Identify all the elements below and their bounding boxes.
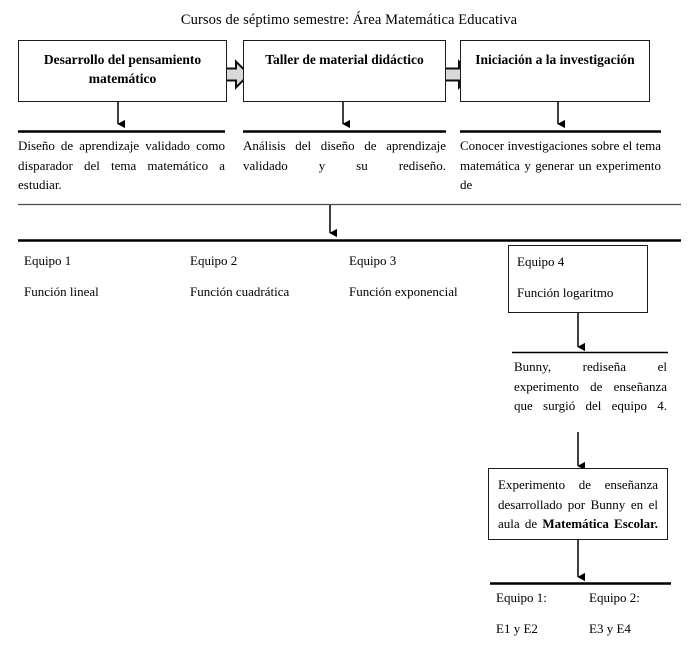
team-1-topic: Función lineal: [24, 284, 99, 299]
course-box-iniciacion-investigacion[interactable]: Iniciación a la investigación: [460, 40, 650, 102]
final-team-2-name: Equipo 2:: [589, 590, 640, 605]
team-4-box[interactable]: Equipo 4 Función logaritmo: [508, 245, 648, 313]
team-2-topic: Función cuadrática: [190, 284, 290, 299]
experiment-box-text: Experimento de enseñanza desarrollado po…: [489, 469, 667, 557]
final-team-1-name: Equipo 1:: [496, 590, 547, 605]
final-team-1-members: E1 y E2: [496, 621, 538, 636]
diagram-title: Cursos de séptimo semestre: Área Matemát…: [180, 12, 518, 28]
course-box-label: Taller de material didáctico: [265, 52, 424, 67]
outcome-note-3: Conocer investigaciones sobre el tema ma…: [460, 138, 661, 192]
course-box-desarrollo-pensamiento-matematico[interactable]: Desarrollo del pensamiento matemático: [18, 40, 227, 102]
redesign-note: Bunny, rediseña el experimento de enseña…: [514, 359, 667, 413]
course-box-label: Iniciación a la investigación: [475, 52, 635, 67]
course-box-taller-material-didactico[interactable]: Taller de material didáctico: [243, 40, 446, 102]
team-3-topic: Función exponencial: [349, 284, 458, 299]
outcome-note-2: Análisis del diseño de aprendizaje valid…: [243, 138, 446, 173]
outcome-note-1: Diseño de aprendizaje validado como disp…: [18, 138, 225, 192]
experiment-box-text-plain: Experimento de enseñanza desarrollado po…: [498, 477, 658, 531]
team-2-name: Equipo 2: [190, 253, 238, 268]
final-team-2-members: E3 y E4: [589, 621, 631, 636]
team-4-topic: Función logaritmo: [517, 285, 614, 300]
team-3-name: Equipo 3: [349, 253, 397, 268]
course-box-label: Desarrollo del pensamiento matemático: [43, 52, 202, 86]
experiment-box-text-bold: Matemática Escolar.: [542, 516, 658, 531]
team-1-name: Equipo 1: [24, 253, 72, 268]
team-4-name: Equipo 4: [517, 254, 565, 269]
experiment-box[interactable]: Experimento de enseñanza desarrollado po…: [488, 468, 668, 540]
